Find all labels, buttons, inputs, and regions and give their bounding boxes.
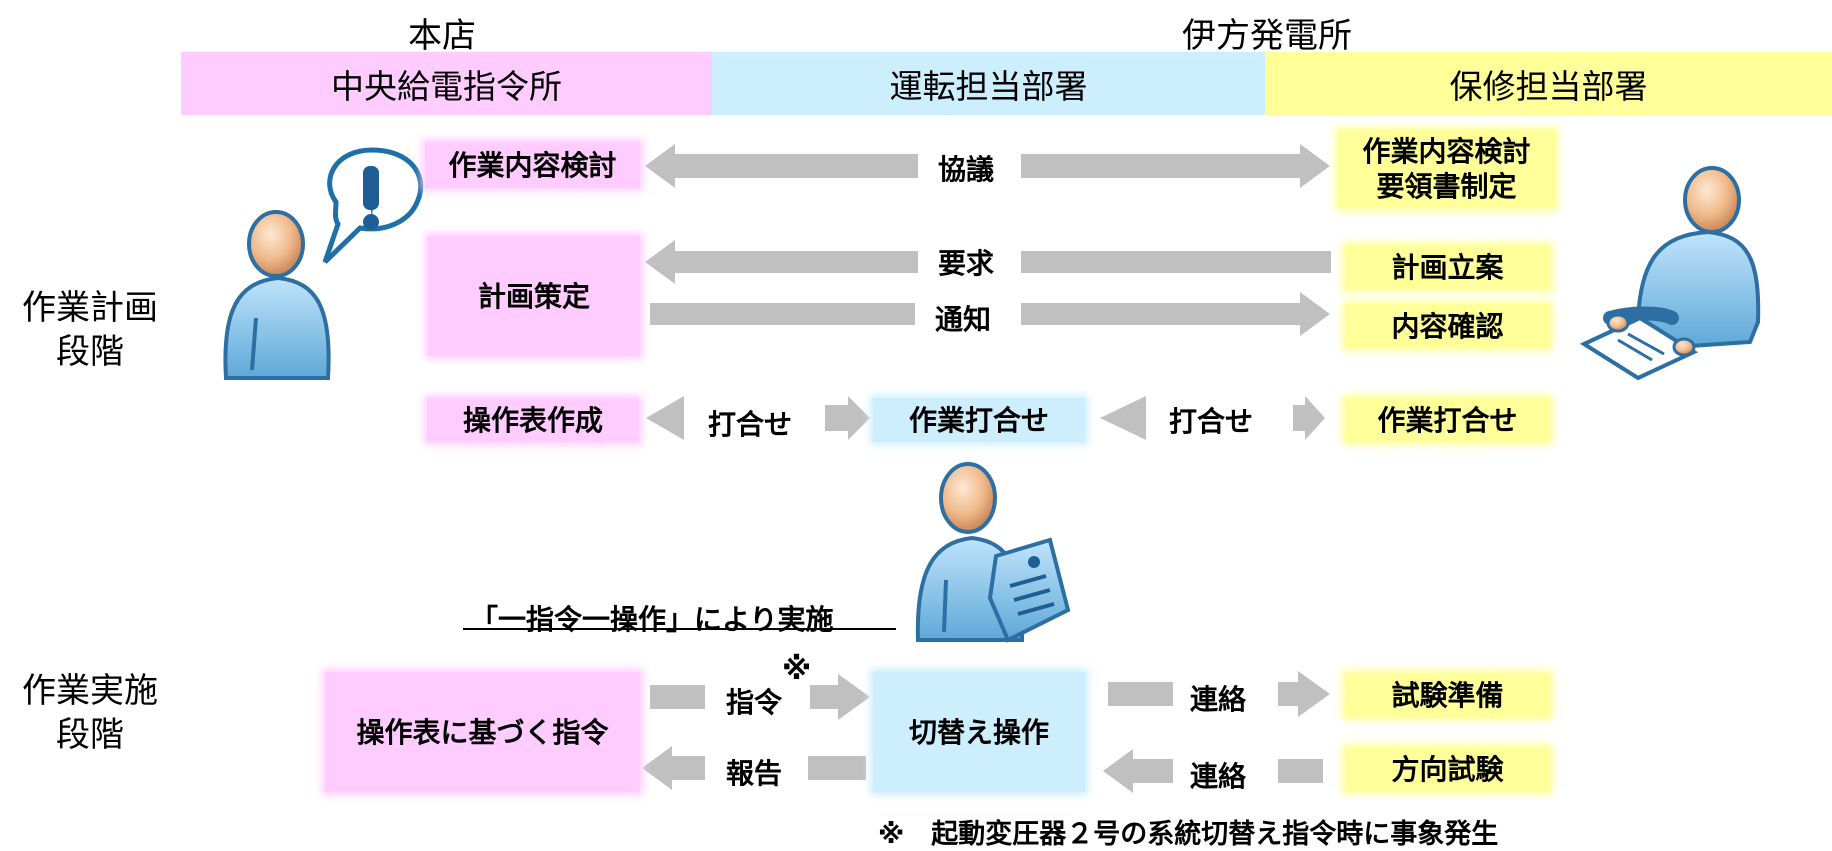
box-hoko-shiken: 方向試験 xyxy=(1345,747,1550,791)
box-keikaku-sakutei: 計画策定 xyxy=(428,236,640,356)
caption-ichishirei: 「一指令一操作」により実施 xyxy=(470,603,834,636)
shirei-arrow-tail xyxy=(650,685,705,709)
label-shirei: 指令 xyxy=(726,686,783,719)
person-tag-icon xyxy=(915,462,1071,643)
renraku-2-tail xyxy=(1278,759,1323,783)
header-honten: 本店 xyxy=(408,16,476,56)
yokyu-arrow-head xyxy=(645,240,918,284)
box-sagyo-naiyo-kento-yoryo: 作業内容検討 要領書制定 xyxy=(1338,130,1555,208)
stage-execution: 作業実施 段階 xyxy=(22,671,158,755)
hokoku-arrow-tail xyxy=(808,756,866,780)
header-ikata: 伊方発電所 xyxy=(1182,16,1352,56)
shirei-arrow-head xyxy=(810,674,870,720)
box-kirikae-sosa: 切替え操作 xyxy=(873,672,1085,792)
box-sagyo-naiyo-kento: 作業内容検討 xyxy=(425,142,640,188)
label-renraku-2: 連絡 xyxy=(1190,760,1247,793)
band-hoshu: 保修担当部署 xyxy=(1265,52,1832,115)
label-uchiawase-2: 打合せ xyxy=(1169,405,1254,438)
label-renraku-1: 連絡 xyxy=(1190,683,1247,716)
footnote: ※ 起動変圧器２号の系統切替え指令時に事象発生 xyxy=(878,819,1499,850)
kyogi-arrow-right xyxy=(1021,144,1330,188)
tsuchi-arrow-tail xyxy=(650,303,915,325)
box-shiken-junbi: 試験準備 xyxy=(1345,673,1550,717)
band-chuo: 中央給電指令所 xyxy=(181,52,712,115)
renraku-2-head xyxy=(1103,749,1173,793)
box-sosahyo-shirei: 操作表に基づく指令 xyxy=(325,672,640,792)
hokoku-arrow-head xyxy=(642,746,705,790)
renraku-1-tail xyxy=(1108,682,1173,706)
tsuchi-arrow-head xyxy=(1021,292,1330,336)
box-sosahyo-sakusei: 操作表作成 xyxy=(427,398,639,442)
renraku-1-head xyxy=(1278,671,1330,717)
label-hokoku: 報告 xyxy=(726,757,783,790)
uchiawase-1-right xyxy=(825,396,870,440)
uchiawase-2-left xyxy=(1100,396,1146,440)
uchiawase-2-right xyxy=(1293,396,1325,440)
label-kyogi: 協議 xyxy=(938,153,995,186)
person-document-icon xyxy=(1579,166,1761,381)
box-sagyo-uchiawase-unten: 作業打合せ xyxy=(873,398,1085,442)
stage-planning: 作業計画 段階 xyxy=(22,288,158,372)
label-shirei-mark: ※ xyxy=(782,652,812,687)
person-alert-icon xyxy=(223,147,424,380)
yokyu-arrow-tail xyxy=(1021,251,1331,273)
uchiawase-1-left xyxy=(646,396,684,440)
label-uchiawase-1: 打合せ xyxy=(708,408,793,441)
label-yokyu: 要求 xyxy=(938,247,995,280)
box-naiyo-kakunin: 内容確認 xyxy=(1345,304,1550,348)
box-sagyo-uchiawase-hoshu: 作業打合せ xyxy=(1345,398,1550,442)
band-unten: 運転担当部署 xyxy=(712,52,1265,115)
box-keikaku-ritsuan: 計画立案 xyxy=(1345,245,1550,289)
kyogi-arrow-left xyxy=(645,144,918,188)
label-tsuchi: 通知 xyxy=(935,303,992,336)
